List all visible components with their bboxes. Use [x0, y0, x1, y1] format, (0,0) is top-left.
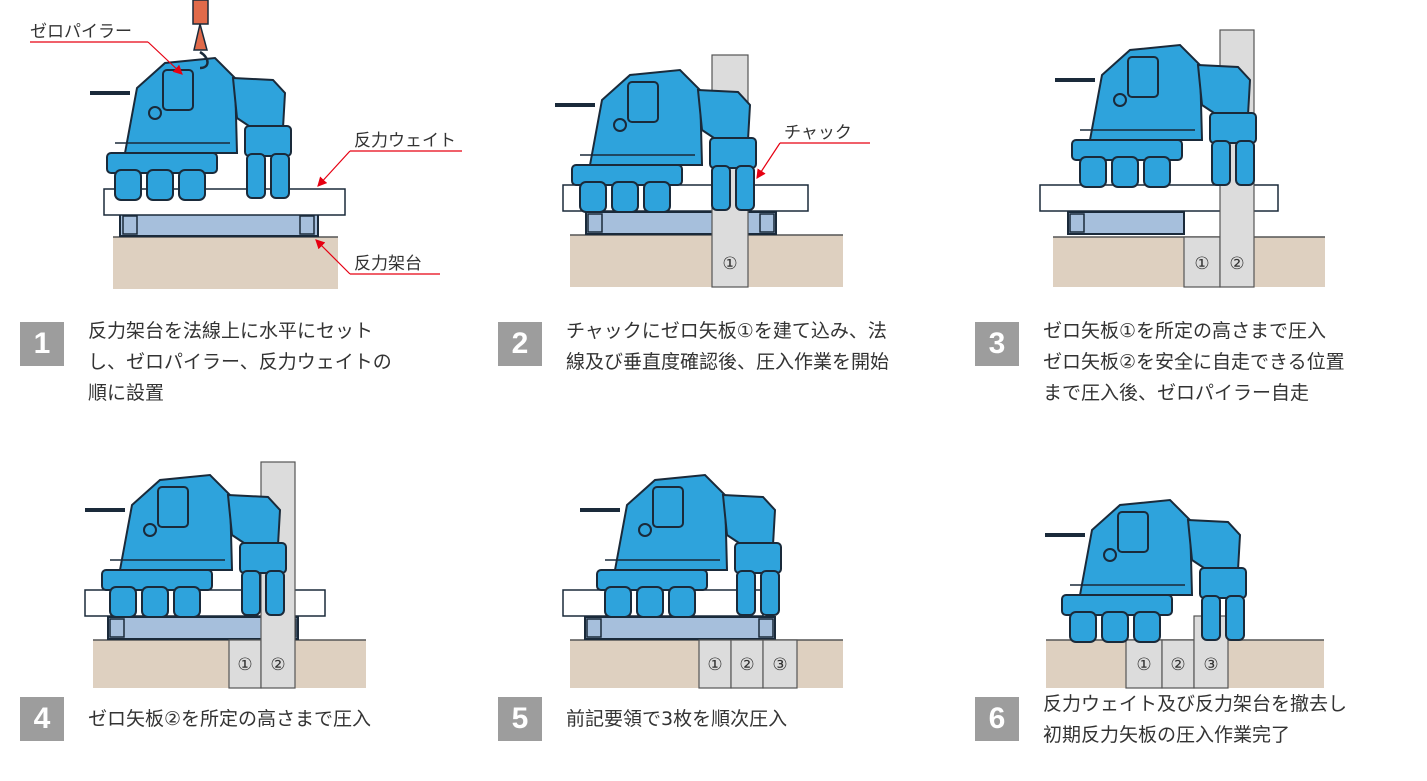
- step-badge: 3: [975, 322, 1019, 366]
- panel-5-illustration: [562, 473, 843, 689]
- pile-label-3: ③: [772, 655, 787, 675]
- pile-label-2: ②: [739, 655, 754, 675]
- callout-weight: 反力ウェイト: [354, 131, 456, 151]
- step-badge: 1: [20, 322, 64, 366]
- panel-2-illustration: [553, 54, 870, 288]
- pile-label-1: ①: [1194, 254, 1209, 274]
- callout-pailer: ゼロパイラー: [30, 22, 132, 42]
- panel-1-illustration: [30, 0, 462, 289]
- pile-label-1: ①: [1136, 655, 1151, 675]
- pile-label-3: ③: [1203, 655, 1218, 675]
- step-description: 前記要領で3枚を順次圧入: [566, 708, 788, 730]
- step-badge: 4: [20, 697, 64, 741]
- callout-chuck: チャック: [784, 123, 852, 143]
- panel-3-illustration: [1039, 29, 1325, 288]
- step-description: 反力ウェイト及び反力架台を撤去し 初期反力矢板の圧入作業完了: [1043, 693, 1348, 746]
- pile-label-2: ②: [1229, 254, 1244, 274]
- step-description: チャックにゼロ矢板①を建て込み、法 線及び垂直度確認後、圧入作業を開始: [566, 320, 890, 373]
- step-description: 反力架台を法線上に水平にセット し、ゼロパイラー、反力ウェイトの 順に設置: [88, 320, 392, 404]
- pile-label-1: ①: [722, 254, 737, 274]
- pile-label-1: ①: [707, 655, 722, 675]
- pile-label-2: ②: [1170, 655, 1185, 675]
- step-badge: 2: [498, 322, 542, 366]
- panel-4-illustration: [83, 461, 366, 689]
- step-description: ゼロ矢板②を所定の高さまで圧入: [88, 708, 372, 730]
- pile-label-1: ①: [237, 655, 252, 675]
- step-badge: 6: [975, 697, 1019, 741]
- step-description: ゼロ矢板①を所定の高さまで圧入 ゼロ矢板②を安全に自走できる位置 まで圧入後、ゼ…: [1043, 320, 1345, 404]
- panel-6-illustration: [1043, 498, 1324, 689]
- callout-base: 反力架台: [354, 254, 422, 274]
- pile-label-2: ②: [270, 655, 285, 675]
- step-badge: 5: [498, 697, 542, 741]
